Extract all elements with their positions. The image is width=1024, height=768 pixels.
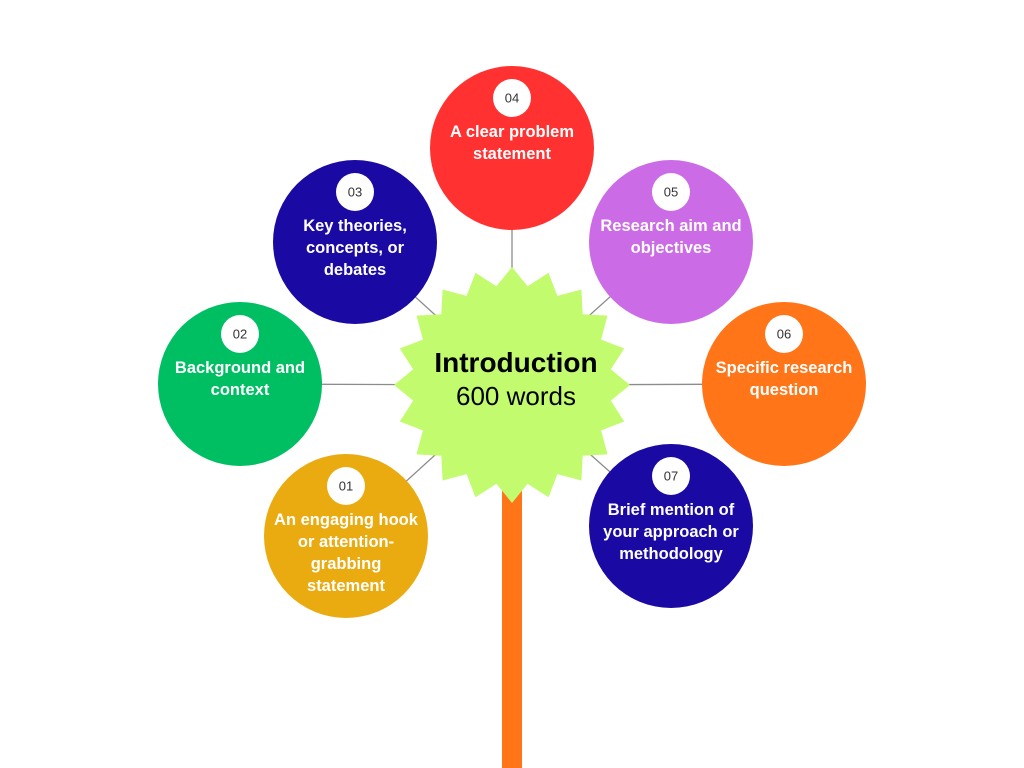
number-label: 05	[664, 185, 678, 200]
number-badge	[652, 457, 690, 495]
center-title: Introduction	[434, 347, 597, 378]
center-node: Introduction 600 words	[394, 267, 630, 503]
number-badge	[221, 315, 259, 353]
petal-label-line: Specific research	[716, 359, 853, 377]
petal-label-line: your approach or	[603, 523, 739, 541]
number-label: 03	[348, 185, 362, 200]
petal-circle	[702, 302, 866, 466]
number-label: 07	[664, 469, 678, 484]
petal-label-line: Background and	[175, 359, 305, 377]
petal-label-line: question	[750, 381, 819, 399]
petal-circle	[264, 454, 428, 618]
number-badge	[336, 173, 374, 211]
petal-label-line: statement	[307, 577, 385, 595]
petal-circle	[589, 160, 753, 324]
center-subtitle: 600 words	[456, 381, 576, 411]
number-label: 04	[505, 91, 519, 106]
petal-label-line: A clear problem	[450, 123, 574, 141]
number-badge	[765, 315, 803, 353]
petal-label-line: Research aim and	[600, 217, 741, 235]
petal-label-line: methodology	[619, 545, 723, 563]
number-label: 06	[777, 327, 791, 342]
number-badge	[327, 467, 365, 505]
petal-circle	[430, 66, 594, 230]
petals: 01 An engaging hook or attention-grabbing s…	[158, 66, 866, 618]
petal-label-line: Key theories,	[303, 217, 407, 235]
number-label: 02	[233, 327, 247, 342]
petal-label-line: objectives	[631, 239, 712, 257]
petal-node-01: 01 An engaging hook or attention-grabbing s…	[264, 454, 428, 618]
petal-label-line: statement	[473, 145, 551, 163]
petal-node-04: 04 A clear problem statement	[430, 66, 594, 230]
petal-circle	[158, 302, 322, 466]
petal-label-line: grabbing	[311, 555, 382, 573]
petal-label-line: or attention-	[298, 533, 394, 551]
number-badge	[652, 173, 690, 211]
petal-circle	[273, 160, 437, 324]
stem	[502, 490, 522, 768]
petal-label-line: debates	[324, 261, 386, 279]
petal-label-line: Brief mention of	[608, 501, 735, 519]
petal-label-line: An engaging hook	[274, 511, 419, 529]
petal-circle	[589, 444, 753, 608]
petal-label-line: concepts, or	[306, 239, 405, 257]
petal-label-line: context	[211, 381, 270, 399]
number-label: 01	[339, 479, 353, 494]
center-starburst	[394, 267, 630, 503]
number-badge	[493, 79, 531, 117]
